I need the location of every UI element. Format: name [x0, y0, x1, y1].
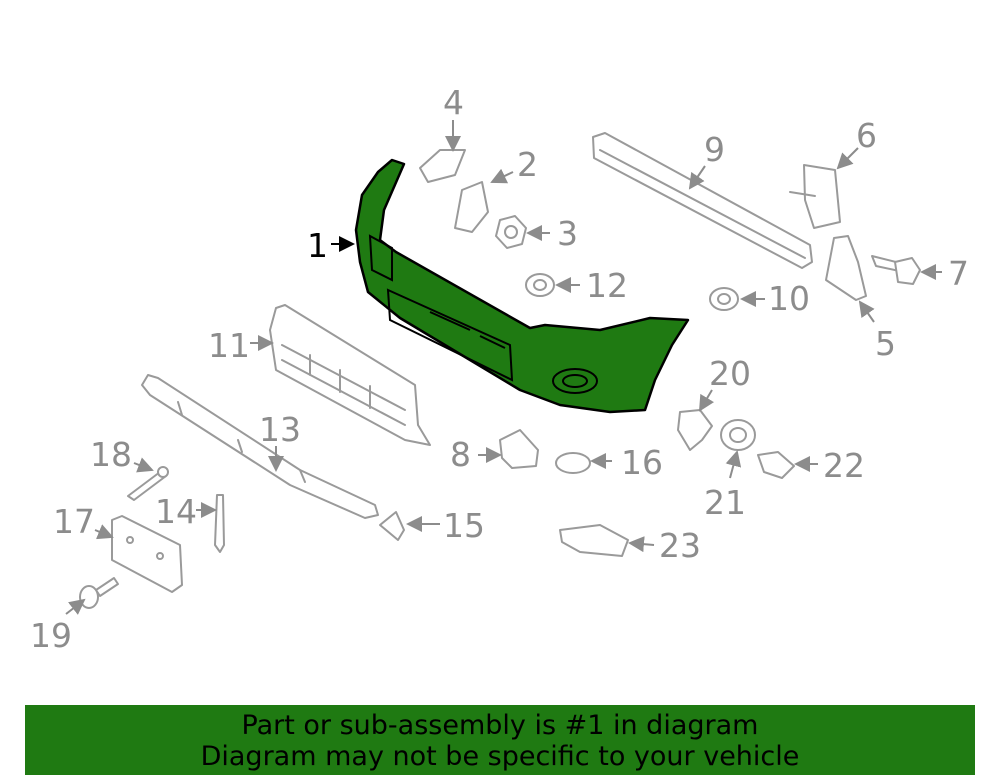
- callout-20: 20: [709, 354, 751, 393]
- callout-19: 19: [30, 616, 72, 655]
- pushpin-part-15: [379, 511, 405, 541]
- banner-line-2: Diagram may not be specific to your vehi…: [200, 741, 800, 772]
- reinforcement-bar-part: [592, 132, 813, 269]
- callout-5: 5: [875, 324, 896, 363]
- bolt-part-7: [871, 255, 921, 285]
- nut-part-12: [525, 273, 555, 297]
- bumper-cover-part: [354, 158, 690, 414]
- callout-12: 12: [586, 266, 628, 305]
- parts-diagram: 1 2 3 4 5 6 7 8 9 10 11 12 13 14 15 16 1…: [30, 83, 969, 655]
- banner-line-1: Part or sub-assembly is #1 in diagram: [241, 710, 759, 741]
- callout-11: 11: [208, 326, 250, 365]
- nut-part-10: [709, 287, 739, 311]
- callout-13: 13: [259, 410, 301, 449]
- retainer-part-22: [757, 451, 795, 479]
- callout-4: 4: [443, 83, 464, 122]
- callout-15: 15: [443, 506, 485, 545]
- pushpin-part-19: [79, 577, 119, 609]
- lower-bar-part: [141, 374, 379, 519]
- callout-16: 16: [621, 443, 663, 482]
- callout-6: 6: [856, 116, 877, 155]
- info-banner: Part or sub-assembly is #1 in diagram Di…: [25, 705, 975, 775]
- callout-22: 22: [823, 446, 865, 485]
- bracket-part-2: [454, 181, 489, 233]
- callout-10: 10: [768, 279, 810, 318]
- pin-part-14: [214, 494, 225, 553]
- bracket-part-6: [789, 164, 841, 229]
- callout-8: 8: [450, 435, 471, 474]
- nut-part-3: [495, 215, 527, 249]
- callout-leaders: [65, 120, 942, 615]
- license-bracket-part: [111, 515, 183, 593]
- callout-17: 17: [53, 502, 95, 541]
- callout-9: 9: [704, 130, 725, 169]
- sensor-part-20: [677, 409, 713, 451]
- bracket-part-4: [419, 149, 466, 183]
- callout-labels: 1 2 3 4 5 6 7 8 9 10 11 12 13 14 15 16 1…: [30, 83, 969, 655]
- clip-part-8: [499, 429, 539, 469]
- callout-18: 18: [90, 435, 132, 474]
- bracket-part-5: [825, 235, 867, 301]
- callout-3: 3: [557, 214, 578, 253]
- sensor-part-23: [559, 524, 629, 557]
- callout-2: 2: [517, 145, 538, 184]
- callout-7: 7: [948, 254, 969, 293]
- clip-part-16: [555, 452, 591, 474]
- callout-14: 14: [155, 492, 197, 531]
- callout-21: 21: [704, 483, 746, 522]
- callout-1: 1: [307, 226, 328, 265]
- callout-23: 23: [659, 526, 701, 565]
- clip-part-18: [127, 466, 169, 501]
- grommet-part-21: [720, 419, 756, 451]
